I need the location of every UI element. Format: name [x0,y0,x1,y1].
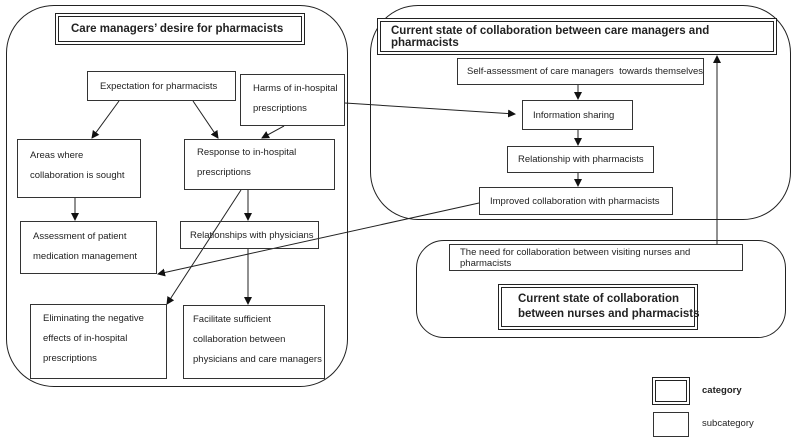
subcategory-self-assessment: Self-assessment of care managers towards… [457,58,704,85]
category-title: Current state of collaboration [518,293,680,305]
group-care-manager-pharmacist-collaboration [370,5,791,220]
subcategory-assessment: Assessment of patient medication manageme… [20,221,157,274]
arrow-expectation-to-areas [91,100,120,139]
subcategory-label: Self-assessment of care managers towards… [467,66,704,77]
group-care-managers-desire [6,5,348,387]
subcategory-label: Information sharing [533,109,615,121]
subcategory-eliminating: Eliminating the negative effects of in-ho… [30,304,167,379]
arrow-harms-to-response [261,125,285,139]
subcategory-label: Areas where [30,150,84,161]
subcategory-label: collaboration is sought [30,170,125,181]
category-care-manager-pharmacist-collaboration: Current state of collaboration between c… [377,18,777,55]
category-nurse-pharmacist-collaboration: Current state of collaboration between nu… [498,284,700,330]
subcategory-label: Expectation for pharmacists [100,80,218,92]
subcategory-label: Relationships with physicians [190,229,314,241]
subcategory-areas: Areas where collaboration is sought [17,139,141,198]
subcategory-label: medication management [33,251,138,262]
subcategory-label: physicians and care managers [193,354,322,365]
subcategory-expectation: Expectation for pharmacists [87,71,236,101]
subcategory-relationship-pharmacists: Relationship with pharmacists [507,146,654,173]
subcategory-harms: Harms of in-hospital prescriptions [240,74,345,126]
category-title: Care managers’ desire for pharmacists [71,23,284,35]
subcategory-label: Response to in-hospital [197,147,297,158]
subcategory-label: Relationship with pharmacists [518,154,644,165]
arrow-expectation-to-response [192,100,219,139]
subcategory-need-nurses: The need for collaboration between visit… [449,244,743,271]
group-nurse-pharmacist-collaboration [416,240,786,338]
subcategory-information-sharing: Information sharing [522,100,633,130]
arrow-response-to-eliminating [166,189,242,305]
subcategory-label: collaboration between [193,334,286,345]
subcategory-physicians: Relationships with physicians [180,221,319,249]
subcategory-label: prescriptions [197,167,251,178]
subcategory-label: Facilitate sufficient [193,314,271,325]
category-care-managers-desire: Care managers’ desire for pharmacists [55,13,305,45]
subcategory-response: Response to in-hospital prescriptions [184,139,335,190]
subcategory-improved-collaboration: Improved collaboration with pharmacists [479,187,673,215]
subcategory-label: The need for collaboration between visit… [460,246,691,269]
legend-subcategory-swatch [653,412,689,437]
subcategory-label: Eliminating the negative [43,313,144,324]
subcategory-label: Assessment of patient [33,231,127,242]
category-title: Current state of collaboration between c… [391,24,710,49]
legend-category-label: category [702,385,742,396]
subcategory-label: prescriptions [253,103,307,114]
subcategory-label: effects of in-hospital [43,333,128,344]
category-title: between nurses and pharmacists [518,308,700,320]
subcategory-label: Harms of in-hospital [253,83,338,94]
arrow-harms-to-information [344,102,516,118]
legend-subcategory-label: subcategory [702,418,754,429]
legend-category-swatch [652,377,690,405]
subcategory-label: Improved collaboration with pharmacists [490,195,660,207]
subcategory-label: prescriptions [43,353,97,364]
subcategory-facilitate: Facilitate sufficient collaboration betwe… [183,305,325,379]
